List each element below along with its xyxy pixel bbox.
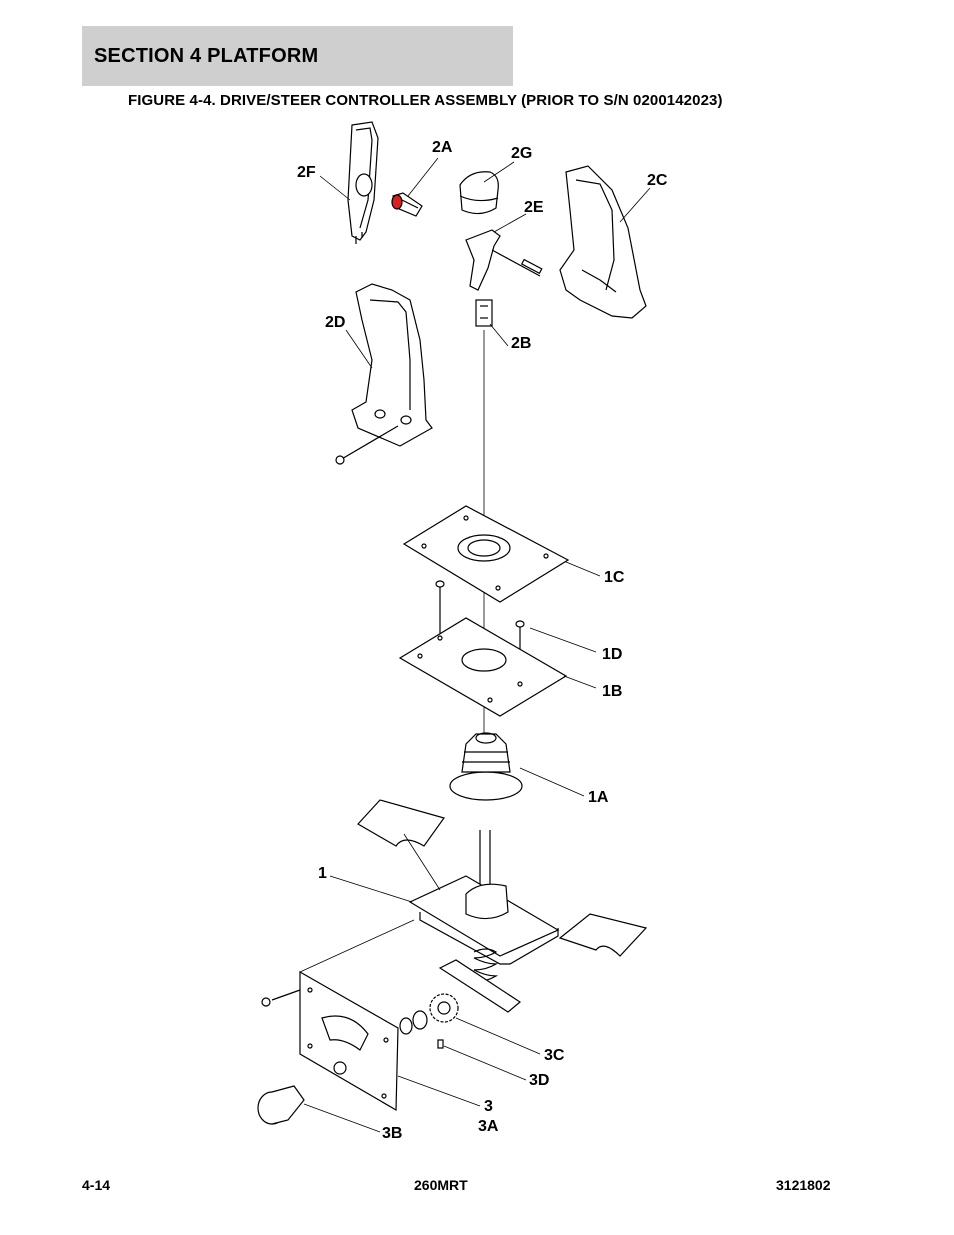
part-2g-knob	[459, 171, 499, 215]
part-3b-knob	[257, 1085, 305, 1125]
callout-1: 1	[318, 865, 327, 882]
callout-2f: 2F	[297, 164, 316, 181]
part-1b-plate	[398, 617, 568, 717]
part-3c-gear	[399, 993, 459, 1035]
part-2f-handle-cover	[347, 121, 379, 244]
callout-3a: 3A	[478, 1118, 499, 1135]
callout-3: 3	[484, 1098, 493, 1115]
part-2d-grip-left	[335, 283, 433, 465]
part-1c-top-plate	[402, 505, 570, 603]
part-2b-switch	[475, 299, 493, 327]
callout-3c: 3C	[544, 1047, 565, 1064]
callout-2b: 2B	[511, 335, 532, 352]
section-header: SECTION 4 PLATFORM	[82, 26, 513, 86]
callout-1a: 1A	[588, 789, 609, 806]
callout-1b: 1B	[602, 683, 623, 700]
part-spring-gear	[438, 948, 522, 1013]
callout-1d: 1D	[602, 646, 623, 663]
leader-lines	[299, 157, 651, 1133]
callout-3b: 3B	[382, 1125, 403, 1142]
part-3d-set-screw	[437, 1039, 444, 1049]
part-1-base-assembly	[357, 799, 648, 965]
callout-2d: 2D	[325, 314, 346, 331]
part-1a-boot	[449, 732, 523, 801]
figure-title: FIGURE 4-4. DRIVE/STEER CONTROLLER ASSEM…	[128, 92, 723, 109]
callout-2g: 2G	[511, 145, 533, 162]
footer-model: 260MRT	[414, 1177, 468, 1193]
section-title: SECTION 4 PLATFORM	[94, 44, 319, 67]
part-2a-button	[391, 192, 423, 217]
part-3-housing-plate	[261, 970, 399, 1112]
callout-2a: 2A	[432, 139, 453, 156]
callout-2e: 2E	[524, 199, 544, 216]
footer-doc-number: 3121802	[776, 1177, 831, 1193]
callout-3d: 3D	[529, 1072, 550, 1089]
callout-1c: 1C	[604, 569, 625, 586]
callout-2c: 2C	[647, 172, 668, 189]
part-2c-grip-right	[559, 165, 647, 319]
part-2e-trigger	[465, 229, 543, 291]
footer-page-number: 4-14	[82, 1177, 111, 1193]
